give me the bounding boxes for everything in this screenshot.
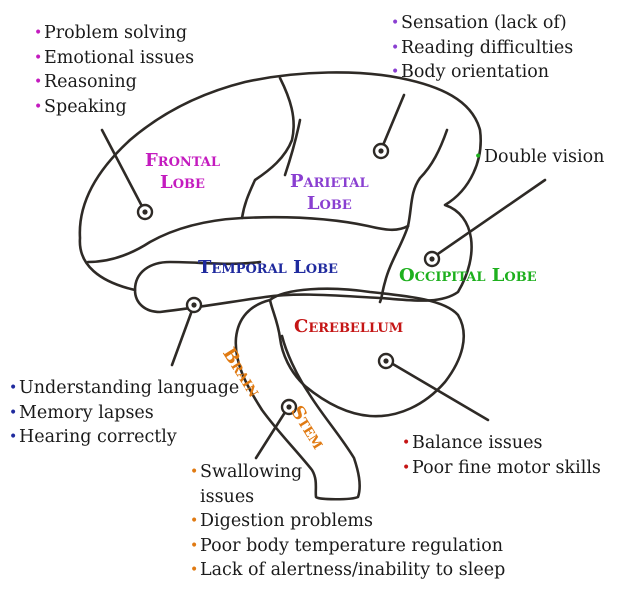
occipital-symptoms: •Double vision [474,145,604,170]
frontal-lobe-label: Frontal Lobe [145,150,220,194]
bullet-icon: • [391,39,400,56]
list-item: •Poor fine motor skills [402,456,601,481]
cerebellum-symptoms: •Balance issues •Poor fine motor skills [402,431,601,480]
bullet-icon: • [34,25,43,41]
pointer-brainstem [254,404,291,460]
frontal-label-line1: Frontal [145,150,220,171]
bullet-icon: • [190,513,199,529]
occipital-lobe-label: Occipital Lobe [399,265,537,286]
frontal-label-line2: Lobe [160,172,205,193]
bullet-icon: • [391,15,400,31]
bullet-icon: • [9,429,18,445]
list-item: •Poor body temperature regulation [190,534,505,559]
list-item: •Understanding language [9,376,239,401]
bullet-icon: • [402,459,411,476]
occipital-division [378,224,410,304]
list-item: •Hearing correctly [9,425,239,450]
parietal-lobe-label: Parietal Lobe [290,171,369,215]
parieto-occipital [406,128,449,228]
list-item: issues [200,486,255,507]
pointer-cerebellum [384,358,490,422]
cerebellum-label: Cerebellum [294,316,404,337]
bullet-icon: • [391,64,400,80]
temporal-lower [133,260,262,292]
list-item: •Reading difficulties [391,36,573,61]
central-sulcus [240,76,295,220]
cerebellum-outline [268,287,466,418]
bullet-icon: • [9,404,18,421]
brain-outline [78,71,482,314]
bullet-icon: • [190,464,199,480]
bullet-icon: • [34,74,43,90]
list-item: •Swallowing [190,460,505,485]
list-item: •Sensation (lack of) [391,11,573,36]
pointer-temporal [170,303,196,367]
list-item: •Body orientation [391,60,573,85]
temporal-symptoms: •Understanding language •Memory lapses •… [9,376,239,450]
list-item: •Digestion problems [190,509,505,534]
list-item: •Balance issues [402,431,601,456]
parietal-label-line2: Lobe [306,193,352,214]
list-item: •Double vision [474,145,604,170]
brainstem-symptoms: •Swallowing issues •Digestion problems •… [190,460,505,583]
list-item: •Memory lapses [9,401,239,426]
list-item: •Emotional issues [34,46,194,71]
parietal-label-line1: Parietal [290,171,369,192]
bullet-icon: • [190,537,199,554]
parietal-fold [283,118,302,177]
bullet-icon: • [34,98,43,115]
bullet-icon: • [34,49,43,66]
list-item: •Problem solving [34,21,194,46]
frontal-symptoms: •Problem solving •Emotional issues •Reas… [34,21,194,119]
pointer-occipital [430,178,547,260]
temporal-lobe-label: Temporal Lobe [198,257,338,278]
brainstem-outline [234,298,361,501]
list-item: •Speaking [34,95,194,120]
pointer-parietal [379,93,406,152]
parietal-symptoms: •Sensation (lack of) •Reading difficulti… [391,11,573,85]
list-item: •Lack of alertness/inability to sleep [190,558,505,583]
bullet-icon: • [190,562,199,578]
bullet-icon: • [474,149,483,165]
lateral-sulcus [86,215,410,264]
bullet-icon: • [402,435,411,451]
pointer-frontal [100,128,147,214]
list-item: •Reasoning [34,70,194,95]
bullet-icon: • [9,380,18,396]
